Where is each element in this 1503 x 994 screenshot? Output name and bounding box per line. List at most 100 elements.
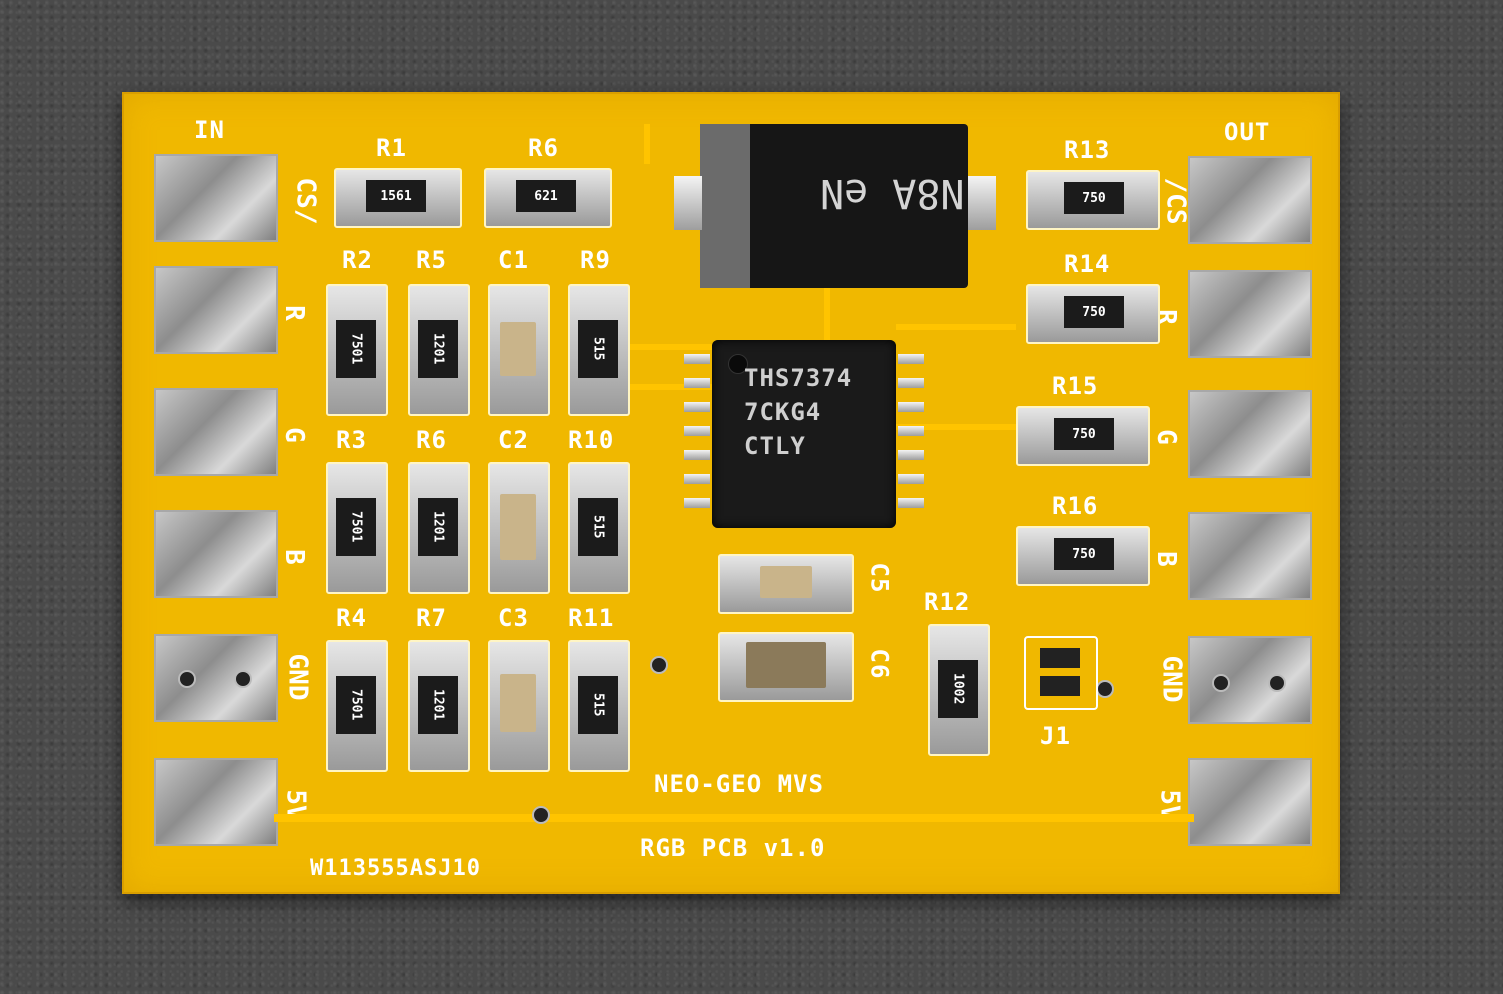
via-hole [1096,680,1114,698]
input-pin-label: B [278,549,309,565]
trace [624,344,714,350]
via-hole [1212,674,1230,692]
ic-pin [684,474,710,484]
pcb-board: IN OUT CS/ R G B GND 5V /CS R G B GND 5V… [122,92,1340,894]
input-pad-5v [154,758,278,846]
r2-label: R2 [342,246,373,274]
r4-value: 7501 [336,676,376,734]
ic-pin [684,426,710,436]
input-pad-gnd [154,634,278,722]
r3-value: 7501 [336,498,376,556]
board-title-line1: NEO-GEO MVS [654,770,824,798]
j1-label: J1 [1040,722,1071,750]
ic-pin [684,378,710,388]
c6-capacitor [718,632,854,702]
input-pad-r [154,266,278,354]
c2-label: C2 [498,426,529,454]
c3-label: C3 [498,604,529,632]
ths7374-ic [712,340,896,528]
r9-resistor: 515 [568,284,630,416]
r4-label: R4 [336,604,367,632]
r6-resistor: 621 [484,168,612,228]
ic-pin [898,378,924,388]
trace [644,124,650,164]
c1-capacitor [488,284,550,416]
ic-pin [684,498,710,508]
r1-resistor: 1561 [334,168,462,228]
jumper-pad [1040,676,1080,696]
r12-value: 1002 [938,660,978,718]
r14-value: 750 [1064,296,1124,328]
r10-resistor: 515 [568,462,630,594]
r3-resistor: 7501 [326,462,388,594]
r1-value: 1561 [366,180,426,212]
r2-value: 7501 [336,320,376,378]
input-pin-label: CS/ [290,177,321,225]
r13-label: R13 [1064,136,1111,164]
via-hole [650,656,668,674]
r5-resistor: 1201 [408,284,470,416]
r5-value: 1201 [418,320,458,378]
output-pad-r [1188,270,1312,358]
output-pin-label: B [1150,551,1181,567]
r6b-label: R6 [416,426,447,454]
c3-body [500,674,536,732]
c6-body [746,642,826,688]
r13-value: 750 [1064,182,1124,214]
r12-label: R12 [924,588,971,616]
c5-body [760,566,812,598]
c6-label: C6 [865,648,894,680]
ic-pin [898,498,924,508]
in-label: IN [194,116,225,144]
r16-value: 750 [1054,538,1114,570]
trace [824,288,830,348]
r11-value: 515 [578,676,618,734]
r3-label: R3 [336,426,367,454]
r14-label: R14 [1064,250,1111,278]
output-pin-label: /CS [1160,177,1191,225]
r15-resistor: 750 [1016,406,1150,466]
trace [896,424,1066,430]
ic-pin [898,426,924,436]
r15-label: R15 [1052,372,1099,400]
input-pad-b [154,510,278,598]
output-pad-g [1188,390,1312,478]
regulator-tab [700,124,750,288]
r9-value: 515 [578,320,618,378]
r14-resistor: 750 [1026,284,1160,344]
board-title-line2: RGB PCB v1.0 [640,834,826,862]
trace [624,384,714,390]
input-pad-g [154,388,278,476]
r7-label: R7 [416,604,447,632]
r7-value: 1201 [418,676,458,734]
c5-capacitor [718,554,854,614]
ic-pin [684,402,710,412]
pin1-marker [728,354,748,374]
output-pin-label: G [1150,429,1181,445]
output-pin-label: GND [1156,655,1187,703]
c2-capacitor [488,462,550,594]
ic-pin [684,354,710,364]
j1-jumper [1024,636,1098,710]
ic-pin [898,474,924,484]
c1-label: C1 [498,246,529,274]
output-pad-b [1188,512,1312,600]
c1-body [500,322,536,376]
ic-marking-line2: 7CKG4 [744,398,822,426]
r2-resistor: 7501 [326,284,388,416]
voltage-regulator: N8A eN [700,124,968,288]
r6b-value: 1201 [418,498,458,556]
ic-pin [898,402,924,412]
r10-value: 515 [578,498,618,556]
r9-label: R9 [580,246,611,274]
output-pad-gnd [1188,636,1312,724]
r4-resistor: 7501 [326,640,388,772]
output-pad-5v [1188,758,1312,846]
r16-resistor: 750 [1016,526,1150,586]
via-hole [1268,674,1286,692]
ic-pin [684,450,710,460]
trace-5v [274,814,1194,822]
board-serial: W113555ASJ10 [310,856,481,881]
jumper-pad [1040,648,1080,668]
c3-capacitor [488,640,550,772]
